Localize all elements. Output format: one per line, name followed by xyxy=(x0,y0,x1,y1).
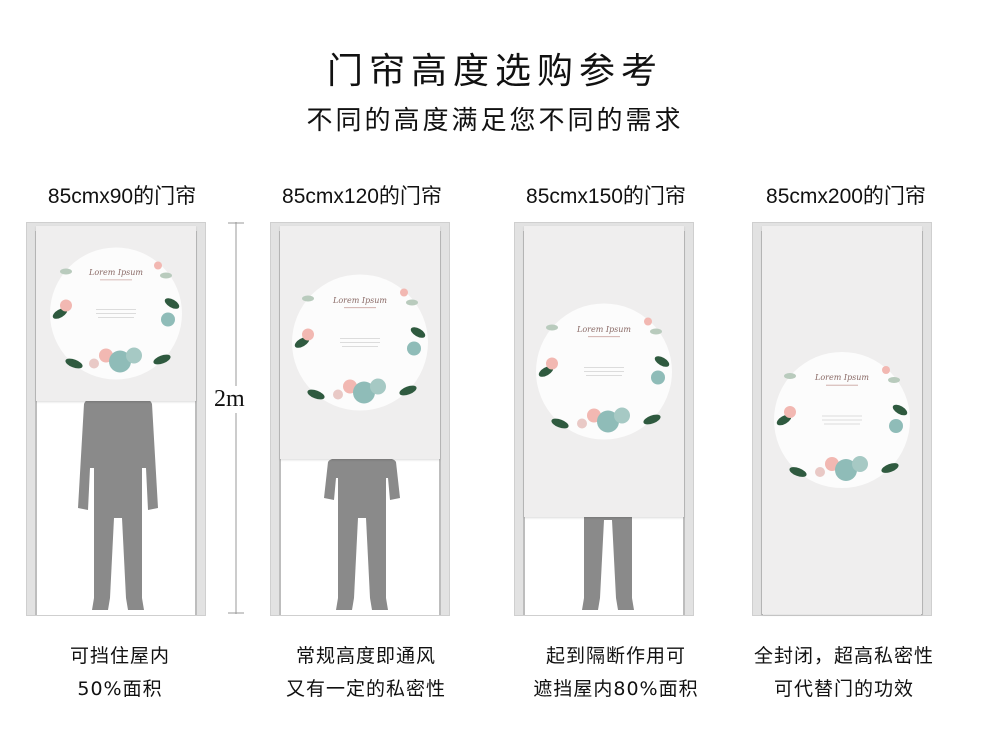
curtain-size-label-200: 85cmx200的门帘 xyxy=(766,185,926,208)
curtain-size-label-150: 85cmx150的门帘 xyxy=(526,185,686,208)
curtain-script-text: Lorem Ipsum xyxy=(577,324,631,334)
curtain-script-text: Lorem Ipsum xyxy=(815,373,869,383)
caption-line: 又有一定的私密性 xyxy=(285,678,446,700)
caption-90: 可挡住屋内 50%面积 xyxy=(0,640,240,706)
curtain-150: Lorem Ipsum xyxy=(524,226,684,517)
caption-line: 可代替门的功效 xyxy=(773,678,914,700)
caption-200: 全封闭，超高私密性 可代替门的功效 xyxy=(724,640,964,706)
floral-wreath-graphic xyxy=(774,352,910,488)
curtain-script-text: Lorem Ipsum xyxy=(333,295,387,305)
caption-line: 常规高度即通风 xyxy=(295,645,436,667)
person-silhouette xyxy=(324,458,400,610)
caption-line: 遮挡屋内80%面积 xyxy=(533,678,699,700)
person-silhouette xyxy=(582,510,634,610)
curtain-120: Lorem Ipsum xyxy=(280,226,440,459)
caption-120: 常规高度即通风 又有一定的私密性 xyxy=(246,640,486,706)
caption-line: 起到隔断作用可 xyxy=(545,645,686,667)
curtain-90: Lorem Ipsum xyxy=(36,226,196,401)
floral-wreath-graphic xyxy=(536,303,672,440)
curtain-script-text: Lorem Ipsum xyxy=(89,267,143,277)
caption-150: 起到隔断作用可 遮挡屋内80%面积 xyxy=(496,640,736,706)
height-ruler-label: 2m xyxy=(212,386,247,413)
page-title: 门帘高度选购参考 xyxy=(326,51,663,92)
floral-wreath-graphic xyxy=(292,274,428,411)
caption-line: 50%面积 xyxy=(77,678,163,700)
page-subtitle: 不同的高度满足您不同的需求 xyxy=(306,106,684,136)
caption-line: 全封闭，超高私密性 xyxy=(753,645,934,667)
caption-line: 可挡住屋内 xyxy=(69,645,170,667)
person-silhouette xyxy=(78,398,158,610)
curtain-200: Lorem Ipsum xyxy=(762,226,922,614)
floral-wreath-graphic xyxy=(50,247,182,380)
curtain-size-label-120: 85cmx120的门帘 xyxy=(282,185,442,208)
height-ruler xyxy=(228,222,244,614)
curtain-size-label-90: 85cmx90的门帘 xyxy=(47,185,197,208)
